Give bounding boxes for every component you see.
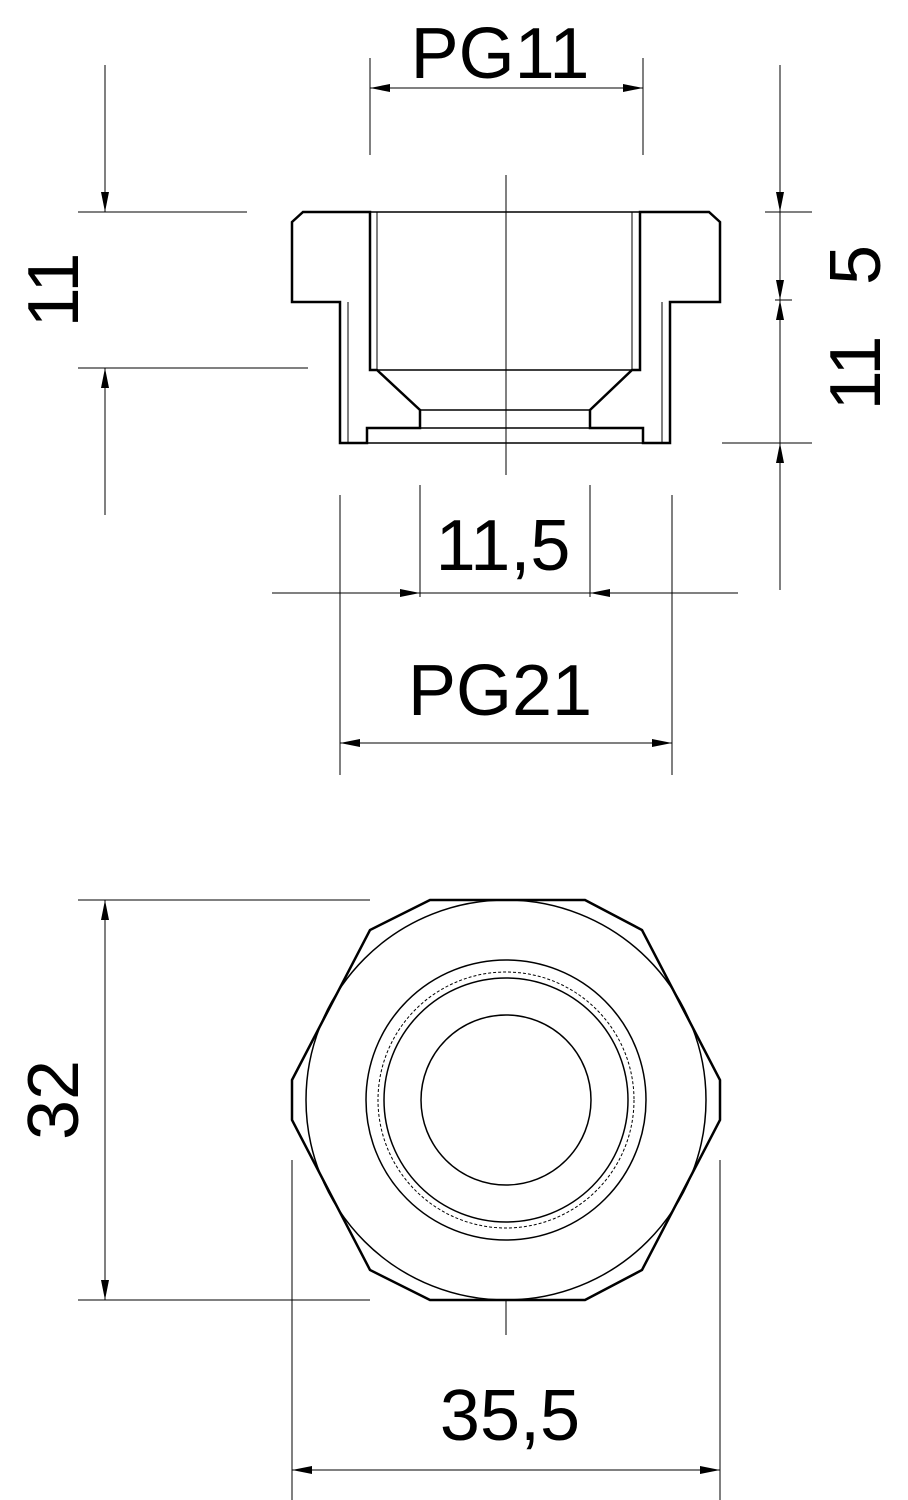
right-wall-section — [588, 210, 722, 445]
thread-outer-circle — [365, 959, 647, 1241]
across-flats-32-label: 32 — [14, 1060, 94, 1140]
thread-root-circle — [377, 971, 635, 1229]
end-view: 32 35,5 — [14, 898, 722, 1500]
flange-5-label: 5 — [816, 245, 896, 285]
pg11-label: PG11 — [411, 14, 590, 94]
bore-circle — [420, 1014, 592, 1186]
across-corners-35-5-label: 35,5 — [440, 1376, 580, 1456]
left-wall-section — [290, 210, 422, 445]
section-view: PG11 11 5 11 11,5 PG21 — [14, 14, 896, 775]
thread-inner-circle — [383, 977, 629, 1223]
bore-11-5-label: 11,5 — [436, 506, 571, 586]
height-11-label: 11 — [14, 253, 94, 328]
hexagon-outline — [290, 898, 722, 1302]
body-11-label: 11 — [816, 336, 896, 411]
pg21-label: PG21 — [408, 651, 592, 731]
